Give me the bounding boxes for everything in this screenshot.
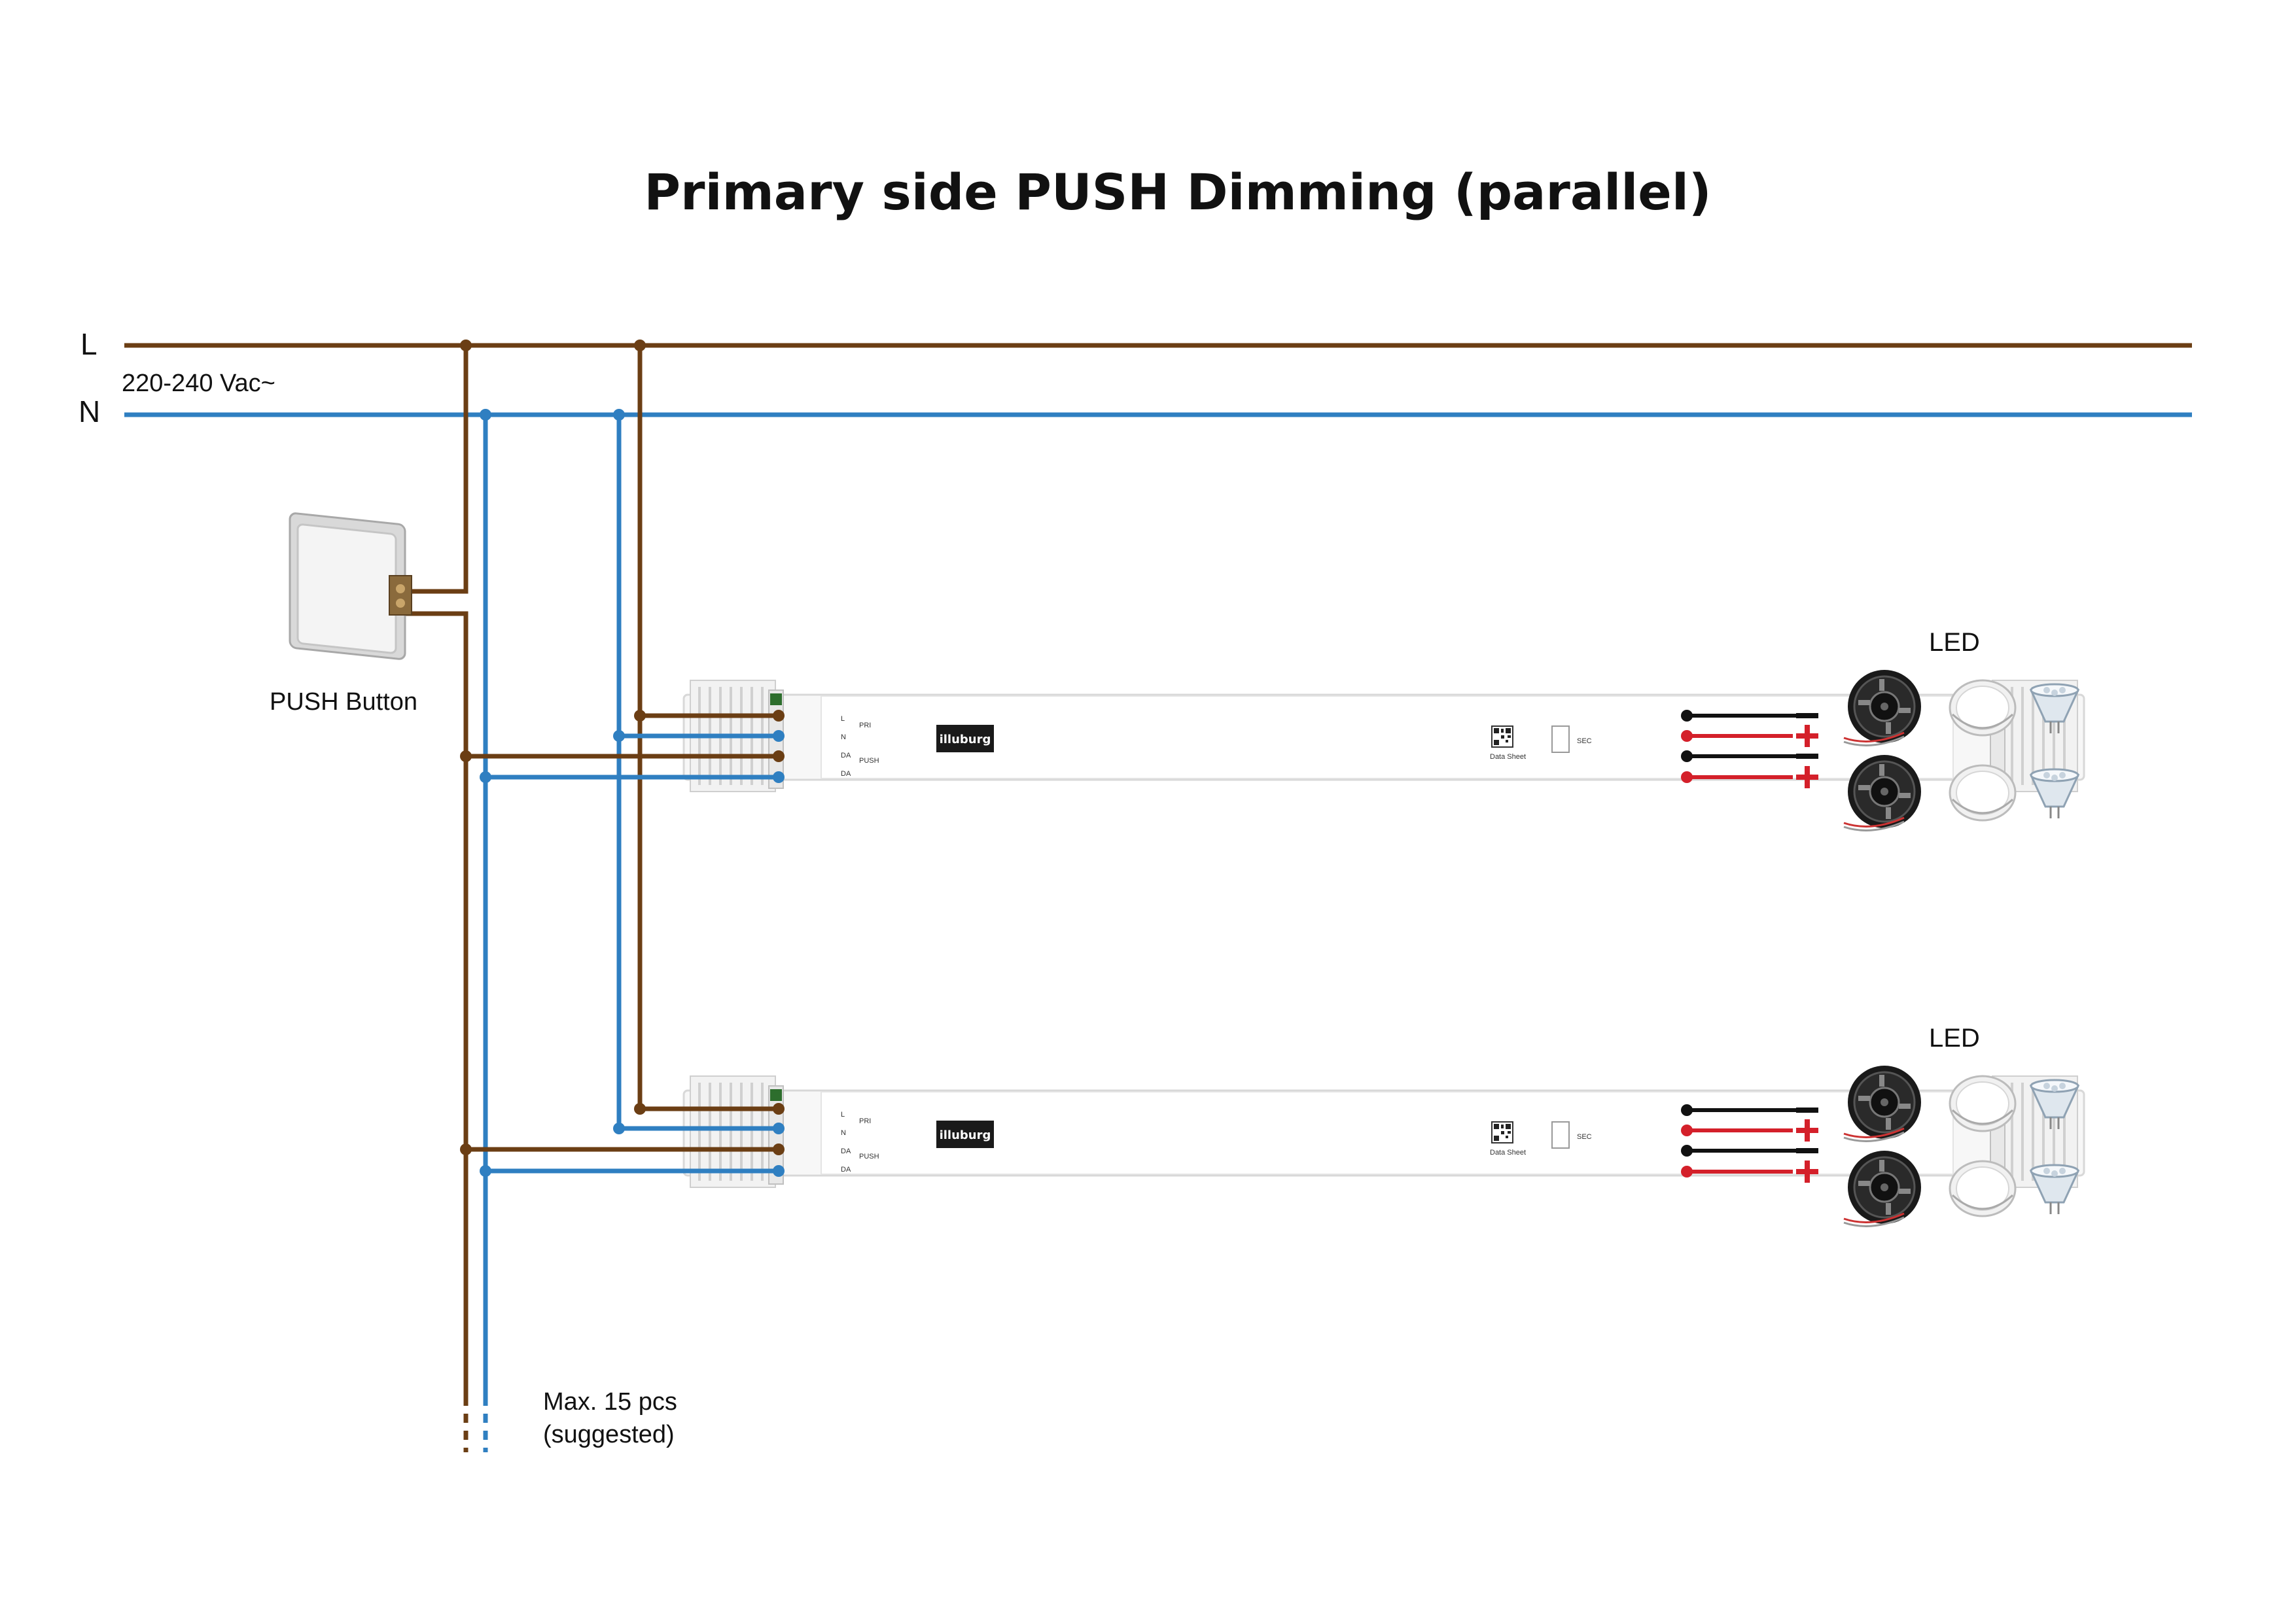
driver-2-primary-wires bbox=[460, 1103, 785, 1177]
diagram-title: Primary side PUSH Dimming (parallel) bbox=[644, 163, 1711, 221]
downlight-icon bbox=[1949, 764, 2017, 822]
push-button bbox=[289, 512, 412, 660]
svg-text:N: N bbox=[841, 733, 846, 741]
svg-text:PRI: PRI bbox=[859, 722, 871, 729]
qr-code-icon bbox=[1491, 725, 1513, 748]
downlight-icon bbox=[1949, 679, 2017, 737]
svg-text:DA: DA bbox=[841, 1147, 851, 1155]
driver-2: L N DA DA PRI PUSH illuburg Data Sheet S… bbox=[682, 1075, 2085, 1189]
svg-text:PUSH: PUSH bbox=[859, 1153, 879, 1161]
svg-text:N: N bbox=[841, 1129, 846, 1137]
brand-logo bbox=[936, 725, 994, 752]
svg-text:DA: DA bbox=[841, 770, 851, 778]
qr-code-icon bbox=[1491, 1121, 1513, 1143]
mr16-bulb-icon bbox=[2030, 1164, 2079, 1215]
line-label: L bbox=[80, 327, 97, 361]
driver-2-terminal-labels: L N DA DA PRI PUSH bbox=[841, 1111, 879, 1174]
led-label-2: LED bbox=[1929, 1024, 1980, 1053]
neutral-label: N bbox=[79, 394, 100, 428]
downlight-icon bbox=[1949, 1160, 2017, 1217]
svg-text:DA: DA bbox=[841, 752, 851, 759]
max-count-note: Max. 15 pcs bbox=[543, 1388, 677, 1416]
downlight-icon bbox=[1949, 1075, 2017, 1132]
svg-text:illuburg: illuburg bbox=[940, 1128, 991, 1142]
svg-text:Data Sheet: Data Sheet bbox=[1490, 1149, 1526, 1157]
svg-text:L: L bbox=[841, 715, 845, 723]
driver-1-primary-wires bbox=[460, 710, 785, 783]
driver-1-output-wires bbox=[1681, 710, 1818, 788]
svg-text:PUSH: PUSH bbox=[859, 757, 879, 765]
svg-text:PRI: PRI bbox=[859, 1117, 871, 1125]
driver-1-terminal-labels: L N DA DA PRI PUSH bbox=[841, 715, 879, 778]
svg-text:SEC: SEC bbox=[1577, 737, 1592, 745]
driver-2-output-wires bbox=[1681, 1104, 1818, 1183]
push-button-label: PUSH Button bbox=[270, 688, 417, 716]
svg-text:L: L bbox=[841, 1111, 845, 1119]
svg-text:SEC: SEC bbox=[1577, 1133, 1592, 1141]
led-label-1: LED bbox=[1929, 628, 1980, 657]
svg-text:illuburg: illuburg bbox=[940, 733, 991, 746]
brand-logo bbox=[936, 1121, 994, 1148]
feeder-wires bbox=[406, 345, 643, 1452]
svg-text:Data Sheet: Data Sheet bbox=[1490, 753, 1526, 761]
voltage-label: 220-240 Vac~ bbox=[122, 370, 275, 397]
svg-text:DA: DA bbox=[841, 1166, 851, 1174]
junction-dots bbox=[460, 340, 646, 421]
mr16-bulb-icon bbox=[2030, 768, 2079, 820]
max-count-note-suffix: (suggested) bbox=[543, 1421, 675, 1448]
